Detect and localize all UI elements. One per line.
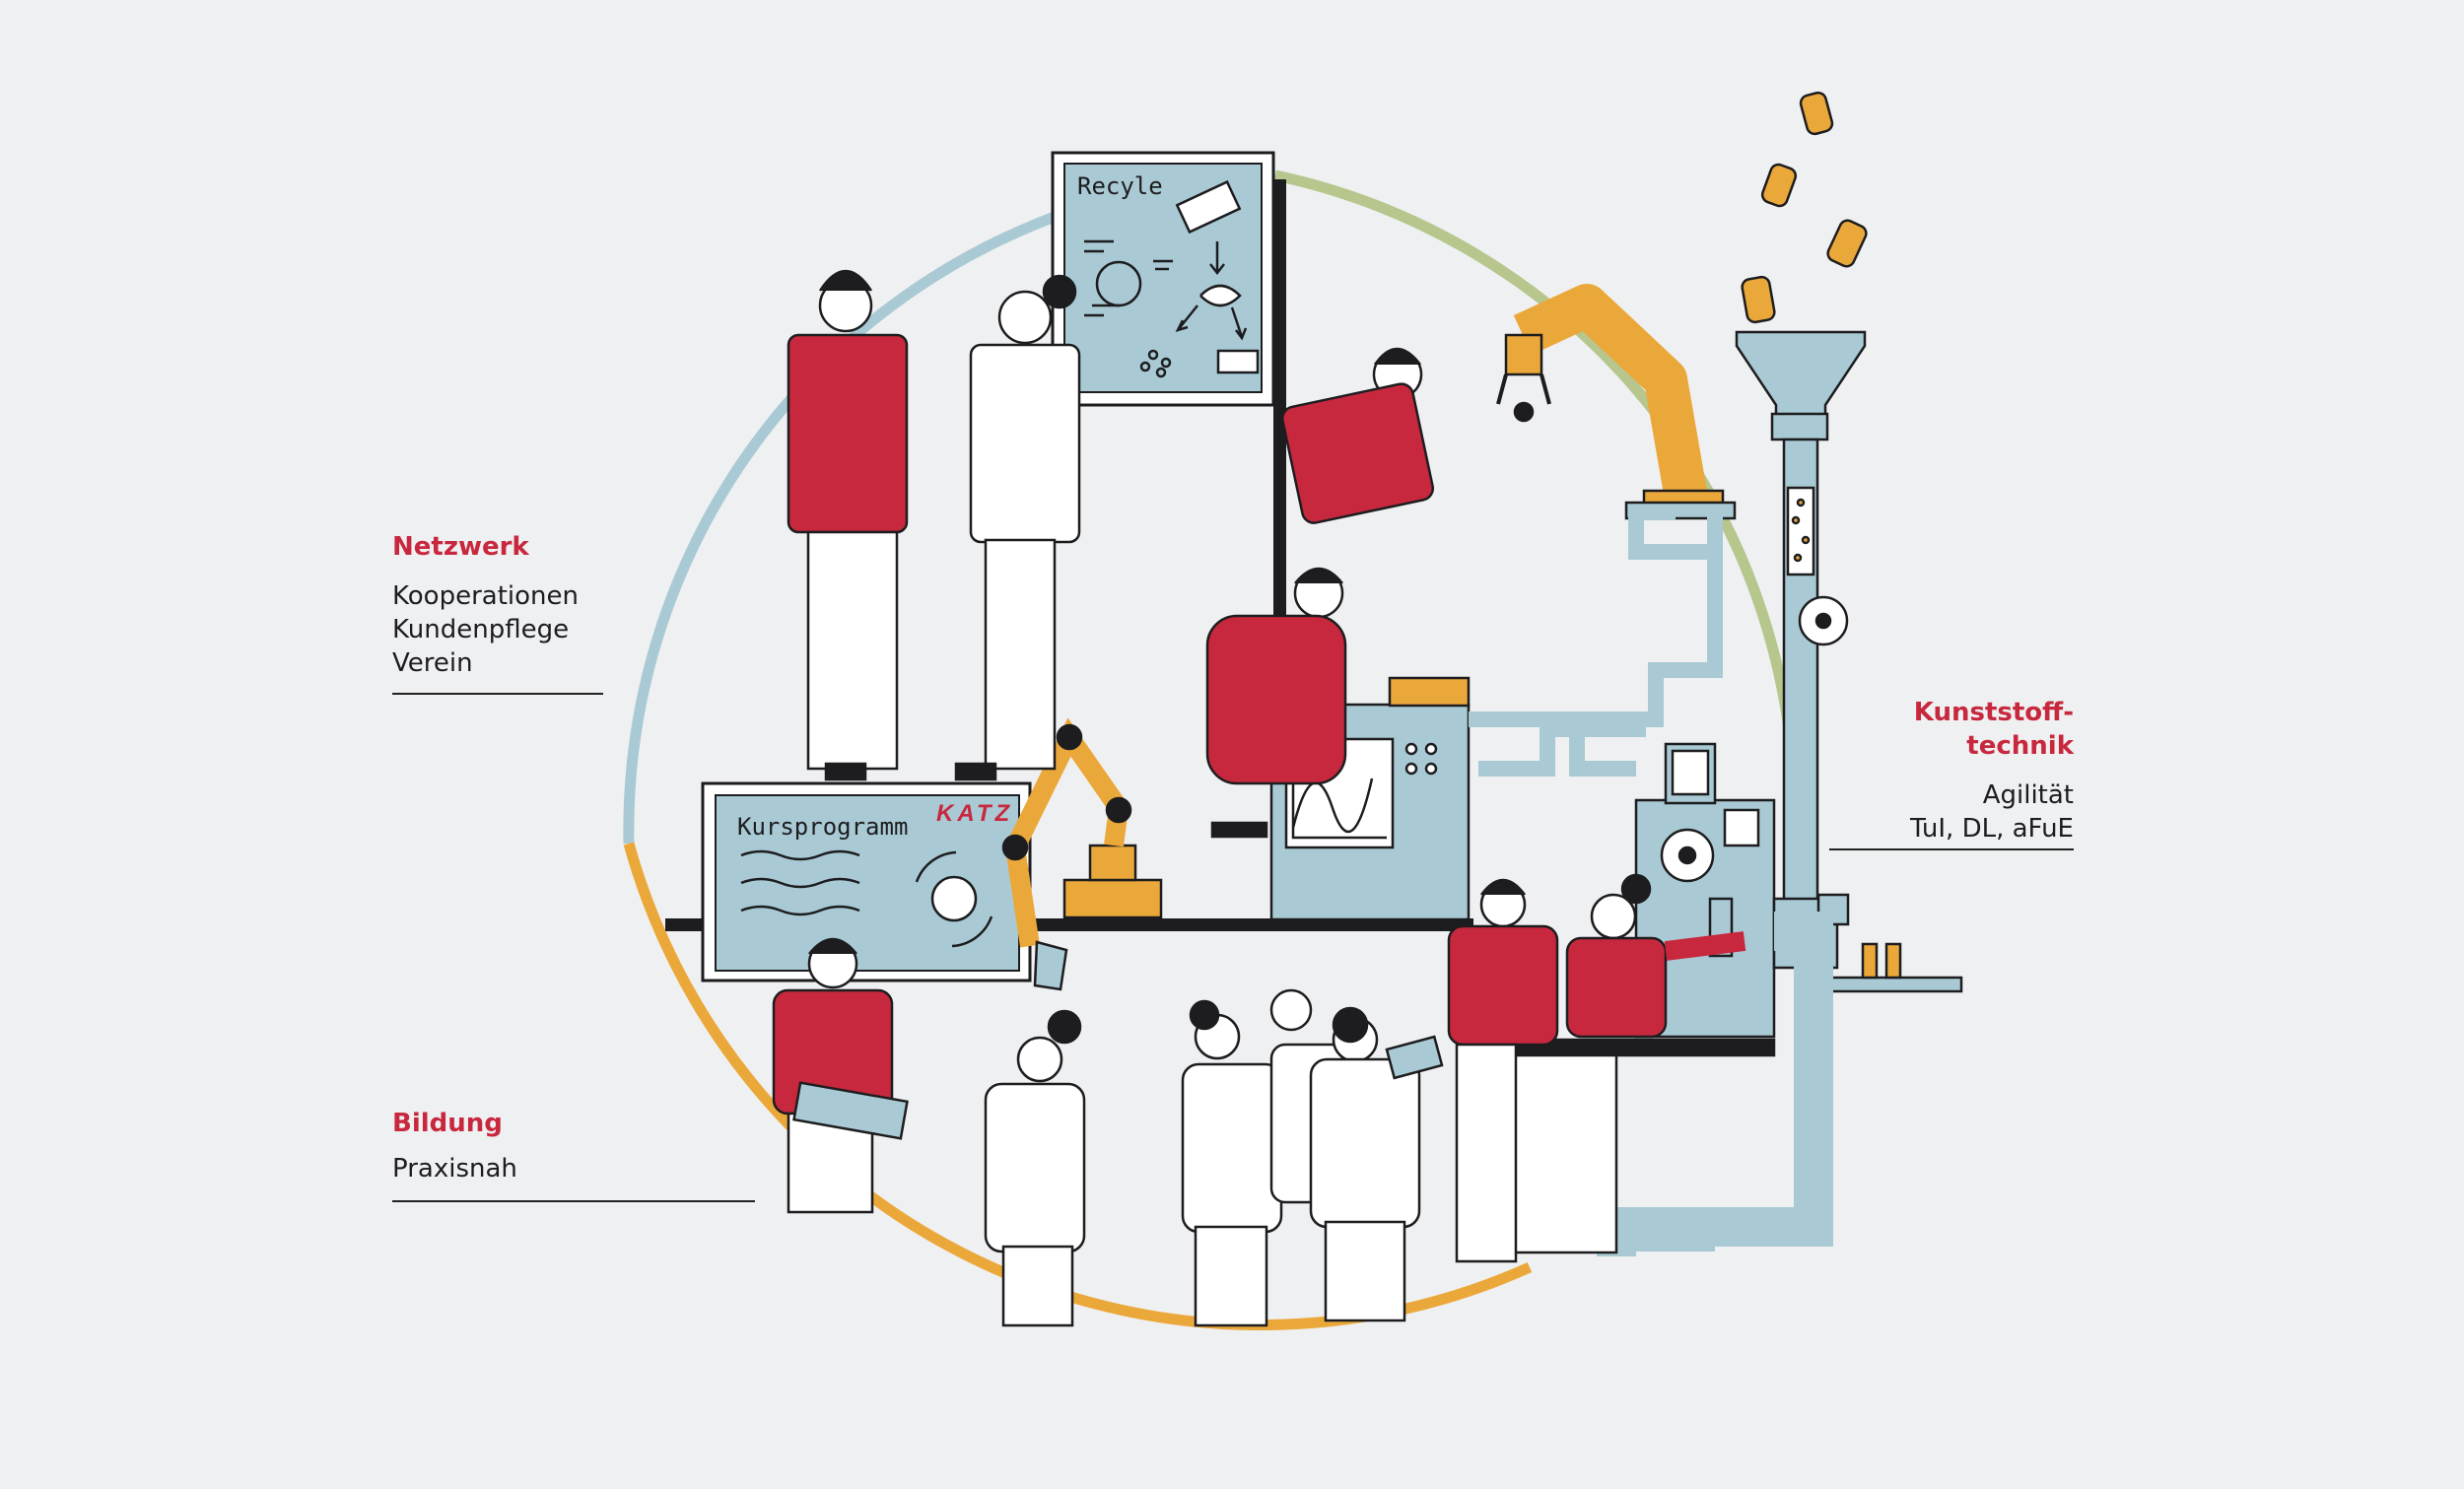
- bottle: [1799, 91, 1834, 136]
- section-netzwerk: Netzwerk Kooperationen Kundenpflege Vere…: [392, 530, 579, 680]
- section-netzwerk-title: Netzwerk: [392, 532, 529, 562]
- kursprogramm-board-title: Kursprogramm: [737, 813, 908, 841]
- person-red-handshake: [787, 269, 909, 781]
- student-group: [984, 988, 1444, 1327]
- person-red-reaching: [1280, 347, 1435, 524]
- section-netzwerk-item: Verein: [392, 648, 473, 678]
- section-netzwerk-item: Kundenpflege: [392, 615, 570, 644]
- section-kunststofftechnik-item: TuI, DL, aFuE: [1909, 814, 2074, 844]
- workbench: [1491, 1038, 1776, 1254]
- section-netzwerk-item: Kooperationen: [392, 581, 579, 611]
- kursprogramm-board-brand: KATZ: [936, 800, 1013, 827]
- person-red-operator: [1565, 873, 1746, 1039]
- person-white-handshake: [954, 274, 1081, 781]
- bottle: [1826, 219, 1868, 268]
- section-kunststofftechnik-title-line2: technik: [1966, 731, 2074, 761]
- small-robot-arm: [1001, 717, 1163, 991]
- large-robot-arm: [1496, 284, 1737, 520]
- person-red-pointing: [1447, 878, 1559, 1263]
- section-bildung-rule: [392, 1200, 755, 1202]
- recycle-sketch: [1084, 179, 1260, 378]
- kursprogramm-sketch: [740, 849, 993, 948]
- section-bildung: Bildung Praxisnah: [392, 1107, 517, 1185]
- bottles: [1741, 91, 1868, 324]
- recycle-board: Recyle: [1051, 151, 1275, 407]
- bottle: [1741, 275, 1776, 324]
- section-bildung-title: Bildung: [392, 1109, 503, 1138]
- section-kunststofftechnik: Kunststoff- technik Agilität TuI, DL, aF…: [1910, 696, 2074, 846]
- section-kunststofftechnik-title-line1: Kunststoff-: [1913, 698, 2074, 727]
- person-red-microscope: [1205, 567, 1347, 839]
- section-kunststofftechnik-item: Agilität: [1982, 780, 2074, 810]
- funnel: [1735, 330, 1867, 417]
- kursprogramm-board: Kursprogramm KATZ: [701, 781, 1032, 982]
- section-bildung-item: Praxisnah: [392, 1154, 517, 1184]
- person-red-presenter: [772, 937, 909, 1214]
- bottle: [1760, 163, 1798, 208]
- section-kunststofftechnik-rule: [1829, 848, 2074, 850]
- recycle-board-title: Recyle: [1077, 172, 1163, 200]
- people: [772, 269, 1746, 1327]
- section-netzwerk-rule: [392, 693, 603, 695]
